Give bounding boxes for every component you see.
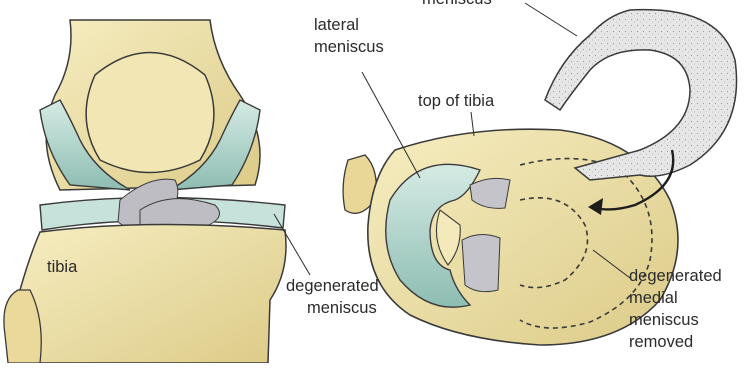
label-degenerated-meniscus-line1: degenerated <box>286 276 379 297</box>
label-removed-line1: degenerated <box>629 266 722 287</box>
label-lateral-meniscus-line2: meniscus <box>314 37 384 58</box>
label-removed-line4: removed <box>629 332 693 353</box>
femoral-condyle <box>86 53 214 173</box>
label-lateral-meniscus-line1: lateral <box>314 15 359 36</box>
label-degenerated-meniscus-line2: meniscus <box>307 298 377 319</box>
label-tibia: tibia <box>47 257 77 278</box>
label-removed-line2: medial <box>629 288 678 309</box>
label-top-of-tibia: top of tibia <box>418 91 494 112</box>
label-removed-line3: meniscus <box>629 310 699 331</box>
tibia-bone <box>20 224 286 363</box>
leader-meniscus-top <box>525 3 577 36</box>
knee-front-view <box>4 20 310 363</box>
label-meniscus-top: meniscus <box>422 0 492 10</box>
